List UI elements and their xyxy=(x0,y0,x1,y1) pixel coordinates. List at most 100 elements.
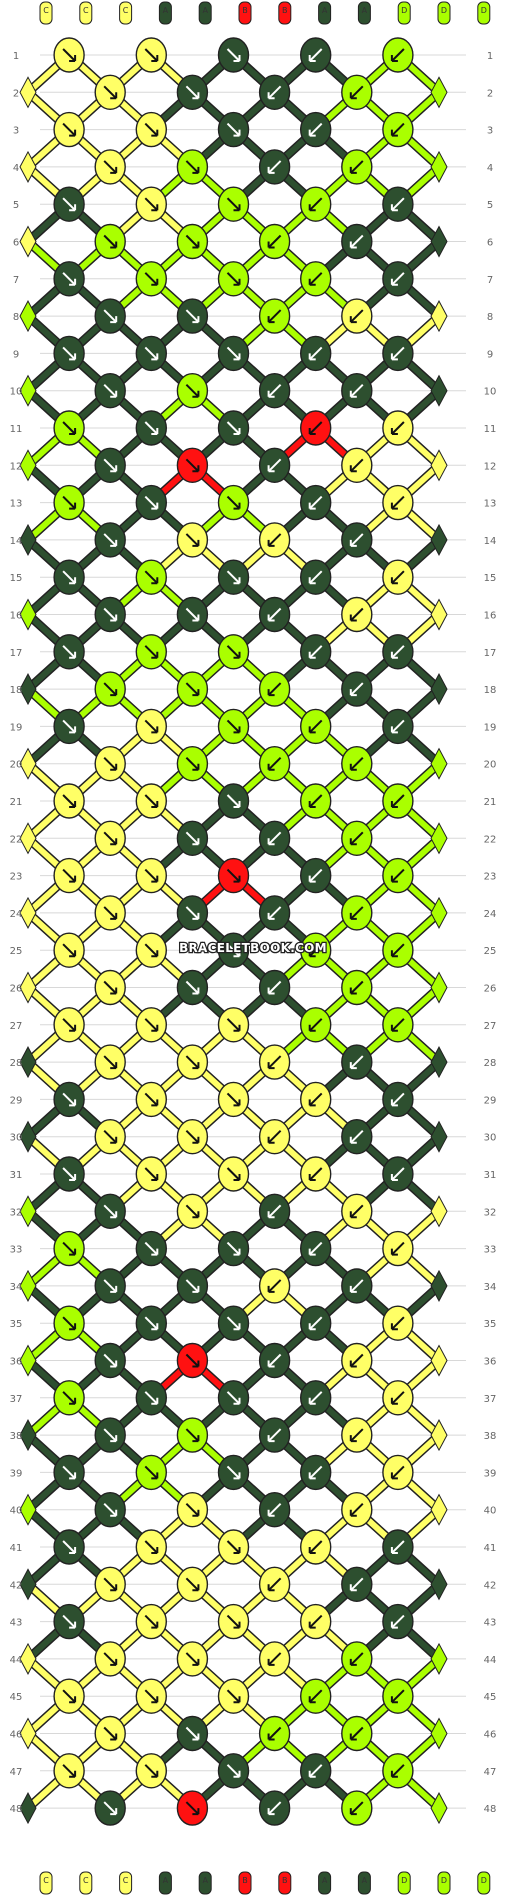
knot-arrow-head xyxy=(390,204,398,212)
knot-arrow xyxy=(103,383,117,398)
knot-arrow-head xyxy=(69,1024,77,1032)
knot-arrow xyxy=(350,1801,364,1815)
knot-arrow-head xyxy=(267,1136,275,1144)
knot-arrow xyxy=(350,980,364,995)
knot-arrow-head xyxy=(69,204,77,212)
edge-turn xyxy=(430,896,448,929)
knot-arrow-head xyxy=(151,428,159,435)
edge-turn xyxy=(430,1493,448,1526)
knot-arrow-head xyxy=(151,875,159,883)
knot-arrow xyxy=(103,1726,117,1741)
knot-arrow xyxy=(391,1764,405,1778)
knot-arrow xyxy=(185,906,200,920)
knot-arrow xyxy=(391,570,405,584)
knot-arrow xyxy=(391,272,405,286)
edge-turn xyxy=(430,1344,448,1377)
knot-arrow xyxy=(103,85,117,100)
edge-turn xyxy=(430,225,448,258)
knot-arrow-head xyxy=(192,316,200,324)
knot-arrow xyxy=(103,1652,117,1666)
knot-arrow xyxy=(308,346,323,361)
edge-turn xyxy=(19,896,37,929)
row-label-right: 15 xyxy=(484,573,497,584)
strand-tab-top xyxy=(79,1,93,25)
edge-turn xyxy=(19,150,37,183)
edge-turn xyxy=(430,1642,448,1675)
knot-arrow-head xyxy=(110,241,118,249)
knot-arrow-head xyxy=(233,1323,241,1331)
row-label-left: 31 xyxy=(10,1170,23,1181)
knot-arrow-head xyxy=(192,241,200,249)
row-label-left: 2 xyxy=(13,88,19,99)
knot-arrow-head xyxy=(69,1621,77,1629)
knot-arrow xyxy=(226,272,241,286)
knot-arrow xyxy=(267,1279,282,1293)
row-label-left: 39 xyxy=(10,1468,23,1479)
knot-arrow xyxy=(144,421,159,435)
knot-arrow-head xyxy=(151,577,159,585)
edge-turn xyxy=(430,300,448,333)
knot-arrow-head xyxy=(110,316,118,324)
knot-arrow-head xyxy=(349,614,357,622)
strand-tab-bottom xyxy=(119,1871,133,1895)
row-label-left: 22 xyxy=(10,834,23,845)
knot-arrow-head xyxy=(192,539,200,547)
knot-arrow-head xyxy=(69,1174,77,1181)
knot-arrow-head xyxy=(390,1696,398,1704)
row-label-left: 46 xyxy=(10,1730,23,1741)
knot-arrow xyxy=(350,234,364,249)
knot-arrow xyxy=(267,458,282,473)
row-label-left: 37 xyxy=(10,1394,23,1405)
knot-arrow xyxy=(103,1204,117,1219)
knot-arrow xyxy=(103,980,117,995)
row-label-right: 20 xyxy=(484,760,497,771)
knot-arrow-head xyxy=(69,428,77,435)
knot-arrow xyxy=(185,383,200,398)
knot-arrow-head xyxy=(349,1211,357,1219)
knot-arrow-head xyxy=(267,689,275,697)
row-label-left: 13 xyxy=(10,499,23,510)
row-label-right: 48 xyxy=(484,1804,497,1815)
knot-arrow xyxy=(350,1129,364,1144)
knot-arrow-head xyxy=(233,129,241,137)
knot-arrow xyxy=(308,1092,323,1107)
knot-arrow xyxy=(350,1577,364,1592)
knot-arrow-head xyxy=(110,539,118,547)
knot-arrow xyxy=(267,756,282,771)
row-label-right: 3 xyxy=(487,126,493,137)
knot-arrow-head xyxy=(308,1024,316,1032)
knot-arrow-head xyxy=(267,1808,275,1816)
knot-arrow-head xyxy=(308,1547,316,1554)
knot-arrow-head xyxy=(390,278,398,286)
knot-arrow xyxy=(226,1316,241,1330)
knot-arrow xyxy=(144,1316,159,1330)
row-label-right: 47 xyxy=(484,1767,497,1778)
knot-arrow xyxy=(185,458,200,473)
knot-arrow-head xyxy=(69,1547,77,1554)
knot-arrow xyxy=(62,1092,76,1107)
knot-arrow xyxy=(62,1018,76,1032)
knot-arrow-head xyxy=(110,92,118,100)
knot-arrow xyxy=(185,1353,200,1368)
knot-arrow xyxy=(350,309,364,323)
knot-arrow-head xyxy=(233,55,241,62)
knot-arrow-head xyxy=(267,838,275,846)
knot-arrow xyxy=(103,1129,117,1144)
knot-arrow xyxy=(350,906,364,920)
strand-label: D xyxy=(401,6,407,15)
knot-arrow-head xyxy=(192,1136,200,1144)
knot-arrow xyxy=(62,943,76,957)
knot-arrow-head xyxy=(390,577,398,585)
edge-turn xyxy=(19,523,37,556)
knot-arrow-head xyxy=(110,1733,118,1741)
knot-arrow xyxy=(144,645,159,659)
knot-arrow-head xyxy=(349,838,357,846)
knot-arrow-head xyxy=(390,55,398,62)
strand-tab-bottom xyxy=(39,1871,53,1895)
knot-arrow-head xyxy=(233,1024,241,1032)
knot-arrow xyxy=(185,1129,200,1144)
knot-arrow-head xyxy=(110,1062,118,1070)
knot-arrow-head xyxy=(390,726,398,734)
knot-arrow xyxy=(267,607,282,622)
